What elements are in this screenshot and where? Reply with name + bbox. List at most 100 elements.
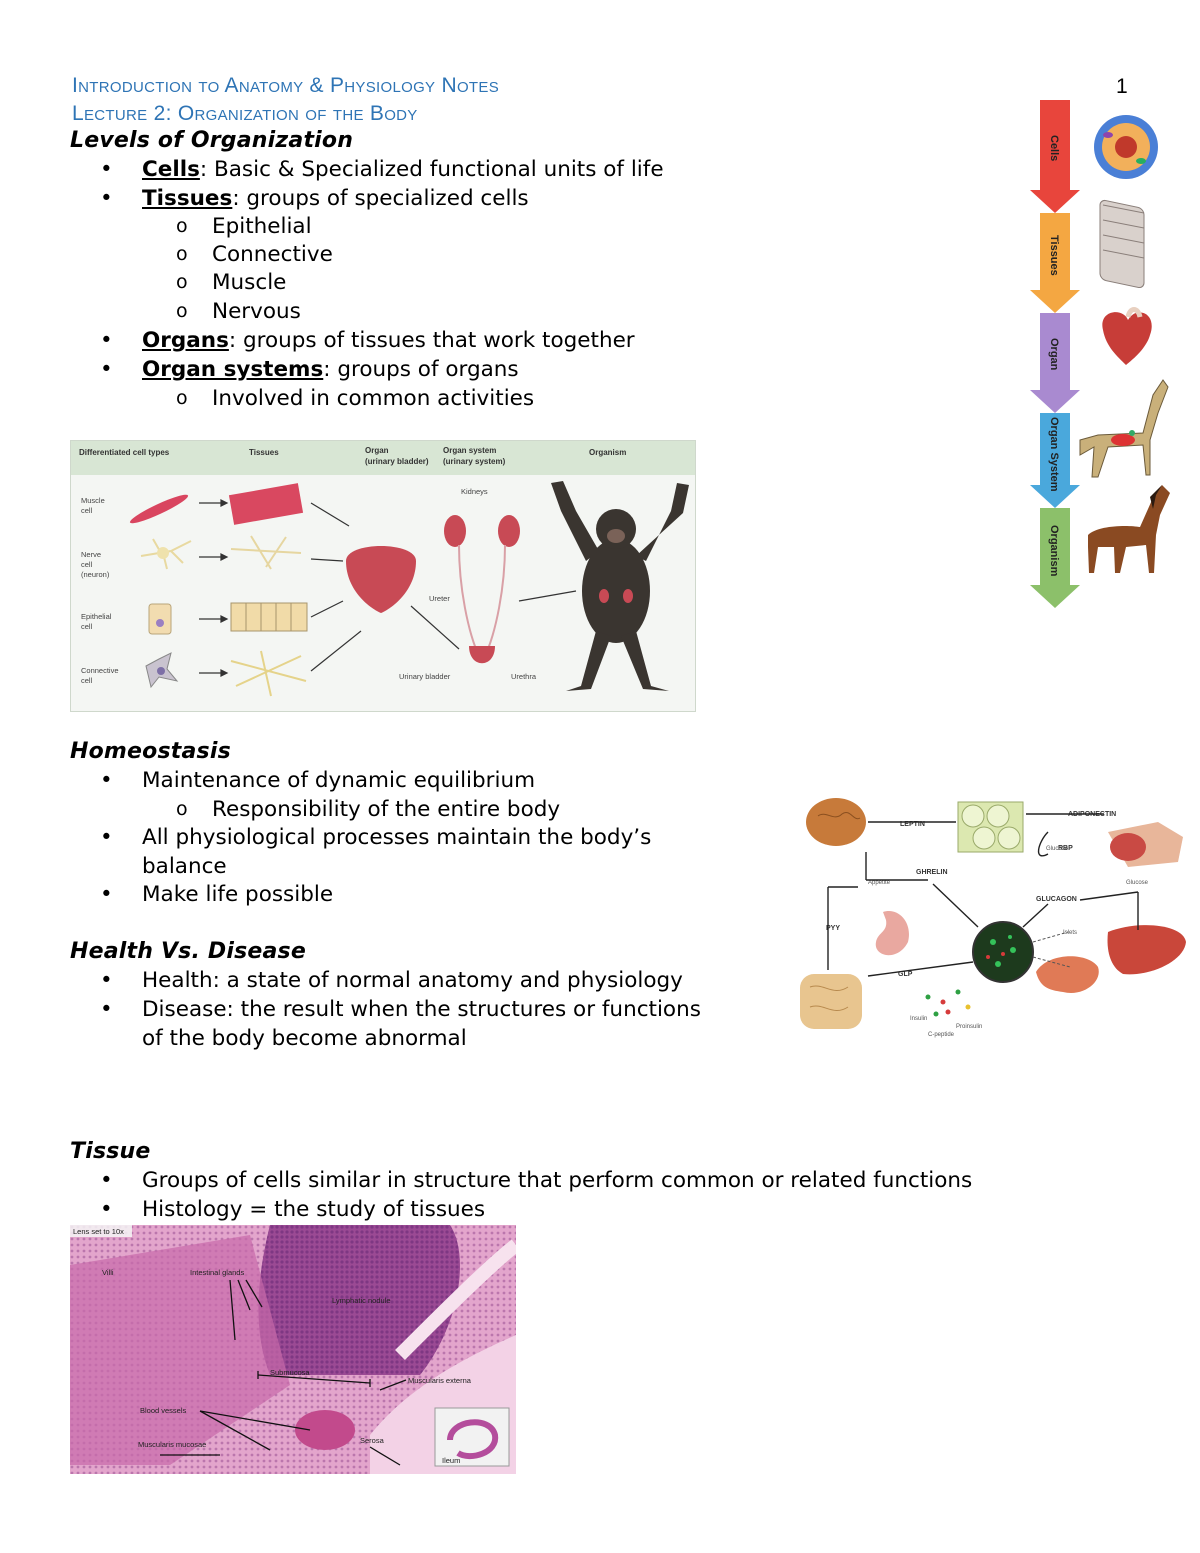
- horse-system-illustration: [1079, 379, 1169, 478]
- col-header-organism: Organism: [589, 448, 626, 457]
- label-glp: GLP: [898, 971, 913, 978]
- tissue-heading: Tissue: [70, 1139, 151, 1164]
- homeostasis-hormone-figure: LEPTIN ADIPONECTIN GHRELIN GLUCAGON PYY …: [798, 792, 1190, 1047]
- tissue-type: Nervous: [212, 299, 301, 324]
- col-header-organ: Organ: [365, 446, 389, 455]
- label-muscle-cell: Muscle: [81, 496, 105, 505]
- epithelial-tissue-drawing: [230, 602, 308, 632]
- arrow-label-cells: Cells: [1048, 135, 1060, 161]
- col-header-organ-sub: (urinary bladder): [365, 457, 429, 466]
- arrow-segment-system: [1030, 413, 1080, 508]
- label-appetite: Appetite: [868, 880, 891, 886]
- page-number: 1: [1116, 75, 1128, 98]
- label-serosa: Serosa: [360, 1436, 385, 1445]
- label-cpeptide: C-peptide: [928, 1032, 955, 1038]
- label-glucose-right: Glucose: [1126, 880, 1149, 886]
- col-header-tissues: Tissues: [249, 448, 279, 457]
- label-epithelial-cell: Epithelial: [81, 612, 112, 621]
- label-urinary-bladder: Urinary bladder: [399, 672, 451, 681]
- tissue-type: Muscle: [212, 270, 287, 295]
- label-muscularis-mucosae: Muscularis mucosae: [138, 1440, 206, 1449]
- cells-term: Cells: [142, 157, 200, 182]
- cells-text: : Basic & Specialized functional units o…: [199, 157, 664, 182]
- label-rbp: RBP: [1058, 845, 1073, 852]
- label-connective-cell-2: cell: [81, 676, 93, 685]
- homeostasis-sub-1: Responsibility of the entire body: [212, 797, 561, 822]
- arrow-label-system: Organ System: [1048, 417, 1060, 492]
- histology-figure: Lens set to 10x Villi Intestinal glands …: [70, 1225, 516, 1474]
- arrow-label-tissues: Tissues: [1048, 235, 1060, 276]
- homeostasis-bullet-1: Maintenance of dynamic equilibrium: [142, 768, 536, 793]
- kidney-left: [444, 515, 466, 547]
- intestine-illustration: [800, 974, 862, 1029]
- label-kidneys: Kidneys: [461, 487, 488, 496]
- systems-text: : groups of organs: [323, 357, 519, 382]
- tissue-type: Epithelial: [212, 214, 312, 239]
- nerve-tissue-drawing: [230, 535, 302, 570]
- arrow-label-organism: Organism: [1048, 525, 1060, 577]
- health-bullet-2-cont: of the body become abnormal: [142, 1026, 467, 1051]
- tissue-bullet-1: Groups of cells similar in structure tha…: [142, 1168, 973, 1193]
- label-islets: Islets: [1063, 930, 1077, 936]
- label-ureter: Ureter: [429, 594, 450, 603]
- label-insulin: Insulin: [910, 1016, 927, 1022]
- horse-illustration: [1088, 485, 1170, 573]
- tissues-term: Tissues: [142, 186, 233, 211]
- heart-illustration: [1102, 312, 1152, 365]
- tissue-type: Connective: [212, 242, 333, 267]
- bladder-drawing: [346, 546, 416, 613]
- levels-of-organization-figure: Differentiated cell types Tissues Organ …: [70, 440, 696, 712]
- label-villi: Villi: [102, 1268, 114, 1277]
- levels-heading: Levels of Organization: [70, 128, 354, 153]
- tissue-illustration: [1099, 199, 1145, 289]
- arrow-segment-organism: [1030, 508, 1080, 608]
- homeostasis-bullet-3: Make life possible: [142, 882, 334, 907]
- label-nerve-cell-3: (neuron): [81, 570, 110, 579]
- label-submucosa: Submucosa: [270, 1368, 310, 1377]
- label-proinsulin: Proinsulin: [956, 1024, 982, 1030]
- arrow-segment-cells: [1030, 100, 1080, 213]
- col-header-system-sub: (urinary system): [443, 457, 506, 466]
- tissues-text: : groups of specialized cells: [232, 186, 529, 211]
- label-leptin: LEPTIN: [900, 821, 925, 828]
- tissue-bullet-2: Histology = the study of tissues: [142, 1197, 486, 1222]
- label-pyy: PYY: [826, 925, 840, 932]
- arrow-label-organ: Organ: [1048, 338, 1060, 371]
- label-muscularis-externa: Muscularis externa: [408, 1376, 472, 1385]
- hormone-dots: [925, 989, 971, 1017]
- arrow-segment-organ: [1030, 313, 1080, 413]
- homeostasis-bullet-2: All physiological processes maintain the…: [142, 825, 652, 850]
- kidney-right: [498, 515, 520, 547]
- organs-term: Organs: [142, 328, 229, 353]
- label-nerve-cell-2: cell: [81, 560, 93, 569]
- systems-term: Organ systems: [142, 357, 324, 382]
- health-bullet-1: Health: a state of normal anatomy and ph…: [142, 968, 683, 993]
- brain-illustration: [806, 798, 866, 846]
- nerve-cell-drawing: [140, 538, 192, 570]
- arrow-segment-tissues: [1030, 213, 1080, 313]
- connective-tissue-drawing: [230, 650, 307, 697]
- muscle-tissue-drawing: [228, 483, 304, 525]
- organization-arrow-figure: Cells Tissues Organ Organ System Organis…: [1028, 95, 1188, 615]
- label-muscle-cell-2: cell: [81, 506, 93, 515]
- muscle-cell-drawing: [129, 494, 189, 524]
- course-title: Introduction to Anatomy & Physiology Not…: [72, 74, 499, 97]
- lecture-title: Lecture 2: Organization of the Body: [72, 102, 418, 125]
- label-glucagon: GLUCAGON: [1036, 896, 1077, 903]
- label-connective-cell: Connective: [81, 666, 119, 675]
- liver-illustration: [1107, 925, 1186, 975]
- label-ghrelin: GHRELIN: [916, 869, 948, 876]
- homeostasis-heading: Homeostasis: [70, 739, 231, 764]
- label-lymphatic-nodule: Lymphatic nodule: [332, 1296, 391, 1305]
- col-header-cell-types: Differentiated cell types: [79, 448, 170, 457]
- col-header-system: Organ system: [443, 446, 496, 455]
- homeostasis-bullet-2-cont: balance: [142, 854, 227, 879]
- label-lens: Lens set to 10x: [73, 1227, 124, 1236]
- organs-text: : groups of tissues that work together: [228, 328, 635, 353]
- health-heading: Health Vs. Disease: [70, 939, 306, 964]
- label-intestinal-glands: Intestinal glands: [190, 1268, 244, 1277]
- pancreas-illustration: [1036, 956, 1099, 993]
- label-epithelial-cell-2: cell: [81, 622, 93, 631]
- label-urethra: Urethra: [511, 672, 537, 681]
- stomach-illustration: [875, 911, 909, 956]
